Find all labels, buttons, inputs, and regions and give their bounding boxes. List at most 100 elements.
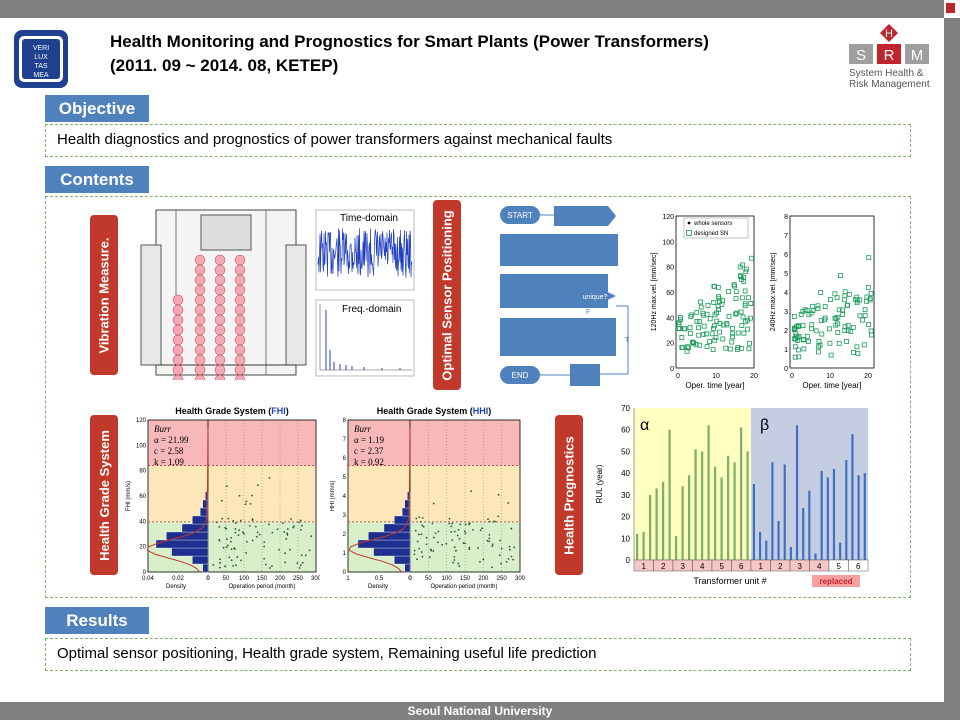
data-point	[238, 494, 241, 497]
tick-label: 10	[621, 534, 630, 543]
scatter-point	[739, 323, 745, 328]
tick-label: 2	[343, 532, 347, 538]
tick-label: 0	[784, 366, 788, 373]
scatter-point	[866, 322, 871, 328]
data-point	[479, 560, 481, 563]
sensor-label-text: Optimal Sensor Positioning	[439, 209, 455, 381]
data-point	[421, 517, 424, 519]
sensor-label: Optimal Sensor Positioning	[433, 200, 461, 390]
unit-label: 3	[798, 562, 803, 571]
scatter-point	[707, 316, 713, 322]
tick-label: 0	[676, 373, 680, 380]
scatter-point	[840, 312, 846, 317]
sensor-dot	[214, 294, 226, 306]
shrm-caption-1: System Health &	[849, 68, 924, 79]
scatter-point	[704, 344, 710, 349]
objective-badge: Objective	[45, 95, 149, 122]
data-point	[286, 528, 289, 530]
data-point	[425, 536, 428, 539]
histogram-bar	[192, 555, 209, 565]
data-point	[219, 558, 221, 561]
scatter-point	[810, 308, 816, 314]
rul-bar	[857, 475, 860, 560]
rul-bar	[820, 470, 823, 560]
scatter-point	[739, 295, 745, 301]
vibration-label-text: Vibration Measure.	[96, 236, 112, 354]
scatter-point	[845, 322, 851, 328]
tick-label: 0	[790, 373, 794, 380]
sensor-dot	[172, 334, 184, 346]
data-point	[212, 563, 215, 566]
tick-label: 100	[662, 239, 674, 246]
data-point	[488, 520, 491, 523]
sensor-dot	[172, 304, 184, 316]
data-point	[299, 564, 302, 567]
data-point	[416, 558, 418, 561]
data-point	[413, 553, 416, 556]
sensor-dot	[234, 314, 246, 326]
tick-label: 100	[442, 576, 453, 582]
data-point	[304, 554, 307, 557]
tick-label: 0	[670, 366, 674, 373]
scatter1-legend-2: designed SN	[694, 231, 728, 237]
data-point	[416, 540, 419, 543]
scatter-point	[746, 346, 752, 352]
data-point	[269, 567, 271, 569]
data-point	[271, 565, 273, 567]
scatter-point	[735, 345, 741, 350]
scatter-point	[742, 303, 748, 309]
results-badge: Results	[45, 607, 149, 634]
transformer-diagram	[140, 209, 307, 380]
data-point	[225, 485, 228, 487]
scatter-point	[686, 345, 691, 351]
hhi-xlabel-density: Density	[368, 584, 388, 590]
time-domain-plot: Time-domain	[315, 209, 415, 291]
scatter-point	[851, 350, 856, 355]
data-point	[240, 559, 242, 562]
results-box	[45, 638, 911, 671]
zone-danger	[148, 420, 316, 466]
logo-text-1: VERI	[33, 45, 49, 52]
scatter-point	[737, 264, 743, 270]
scatter-point	[840, 307, 845, 313]
prognostics-label: Health Prognostics	[555, 415, 583, 575]
data-point	[228, 556, 231, 559]
data-point	[451, 539, 454, 541]
tick-label: 0.5	[375, 576, 384, 582]
sensor-dot	[194, 294, 206, 306]
sensor-dot	[234, 284, 246, 296]
unit-label: 5	[720, 562, 725, 571]
scatter-point	[716, 307, 721, 313]
scatter-point	[730, 334, 736, 340]
data-point	[293, 525, 295, 528]
rul-alpha-label: α	[640, 417, 649, 434]
sensor-dot	[234, 344, 246, 356]
tick-label: 40	[666, 315, 674, 322]
sensor-dot	[214, 374, 226, 380]
sensor-dot	[234, 374, 246, 380]
data-point	[251, 519, 254, 522]
rul-bar	[661, 481, 665, 560]
flow-step-1	[500, 234, 618, 266]
sensor-dot	[194, 374, 206, 380]
scatter-point	[796, 354, 802, 360]
data-point	[432, 536, 435, 539]
scatter-point	[832, 291, 838, 297]
tick-label: 5	[784, 271, 788, 278]
data-point	[284, 552, 287, 555]
scatter-point	[854, 344, 860, 350]
scatter-point	[795, 347, 801, 353]
data-point	[238, 529, 240, 532]
corner-marker	[946, 3, 955, 13]
scatter-point	[805, 339, 811, 344]
scatter-point	[698, 299, 703, 305]
data-point	[244, 503, 247, 506]
data-point	[487, 518, 489, 520]
data-point	[414, 529, 417, 532]
data-point	[224, 526, 227, 529]
flow-decision	[574, 286, 616, 306]
hhi-c: c = 2.37	[354, 446, 384, 456]
data-point	[510, 527, 513, 530]
hhi-alpha: α = 1.19	[354, 435, 385, 445]
histogram-bar	[394, 555, 411, 565]
